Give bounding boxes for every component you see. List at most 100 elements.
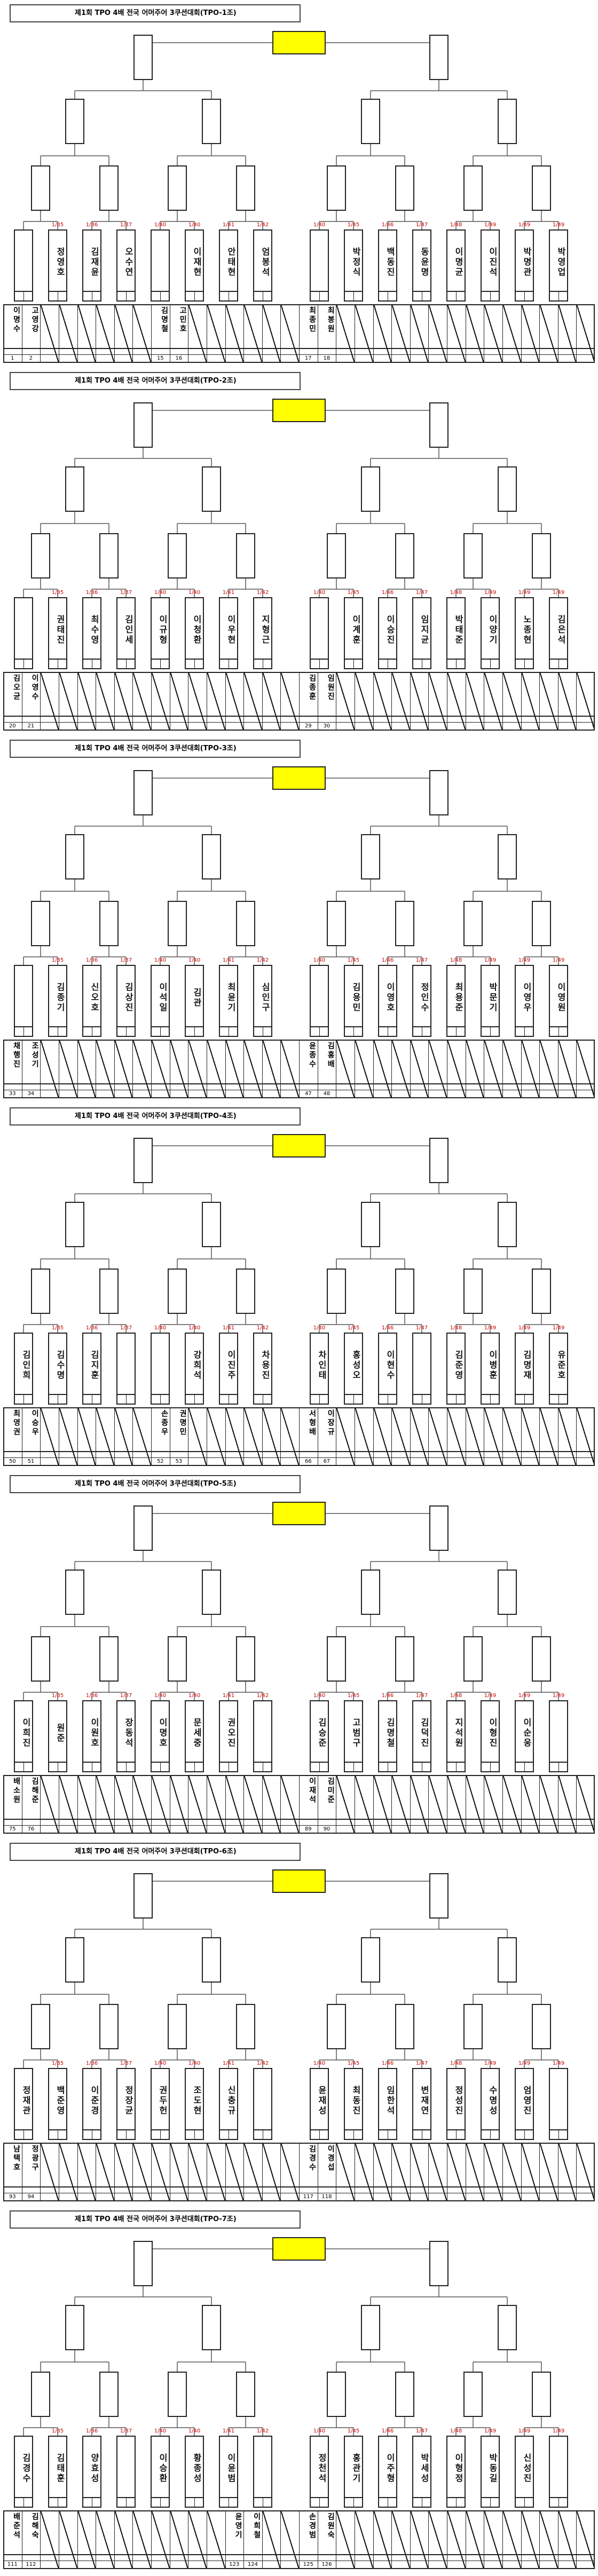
score-cell [482,660,491,668]
section-title: 제1회 TPO 4배 전국 어머주어 3쿠션대회(TPO-7조) [10,2210,301,2229]
score-bar [254,1026,271,1036]
score-bar [379,2497,396,2507]
empty-entry-cell [539,672,558,731]
entry-cell: 조성기 [21,1040,41,1098]
empty-entry-cell [206,2143,225,2201]
score-cell [311,1763,320,1771]
empty-entry-cell [243,304,262,363]
score-bar [482,659,499,668]
player-box [14,597,33,669]
empty-entry-cell [502,304,521,363]
empty-entry-cell [447,2510,466,2569]
player-box: 김지훈 [82,1333,101,1405]
player-box: 강희석 [185,1333,204,1405]
empty-entry-cell [77,672,96,731]
player-box: 이진주 [219,1333,238,1405]
player-name: 김상진 [123,982,133,1013]
player-name: 이규형 [158,615,168,645]
empty-entry-cell [58,2510,77,2569]
empty-entry-cell [96,1407,114,1466]
player-box: 심인구 [253,965,272,1037]
match-badge: 1/49 [484,222,497,228]
score-bar [83,1394,100,1404]
entry-name: 손경범 [308,2512,317,2540]
quarterfinal-slot [395,1269,414,1314]
empty-entry-cell [557,1775,577,1834]
score-cell [117,2130,127,2139]
empty-entry-cell [576,2143,595,2201]
match-badge: 1/40 [154,590,167,596]
empty-entry-cell [77,1407,96,1466]
player-name: 수명성 [487,2086,498,2116]
empty-entry-cell [447,304,466,363]
player-name: 박문기 [487,982,498,1013]
empty-entry-cell [484,1407,502,1466]
player-name: 이원호 [89,1718,99,1748]
score-cell [457,2498,465,2507]
final-slot [133,770,153,815]
player-box: 이희진 [14,1700,33,1772]
score-bar [345,2497,362,2507]
score-bar [15,1762,32,1771]
score-cell [491,660,499,668]
match-badge: 1/49 [518,1325,531,1331]
semifinal-slot [498,466,517,512]
empty-entry-cell [502,1040,521,1098]
score-cell [559,660,568,668]
match-badge: 1/35 [51,2428,64,2434]
score-bar [152,1026,169,1036]
score-cell [413,2130,422,2139]
score-cell [195,1027,203,1036]
player-name: 지형근 [260,615,270,645]
entry-number: 123 [229,2562,240,2567]
score-cell [345,2130,354,2139]
score-cell [525,292,533,300]
player-box: 윤재성 [310,2068,329,2140]
score-bar [379,659,396,668]
score-cell [516,292,525,300]
score-cell [152,2130,161,2139]
entry-number: 124 [247,2562,258,2567]
section-title: 제1회 TPO 4배 전국 어머주어 3쿠션대회(TPO-4조) [10,1107,301,1125]
score-cell [117,660,127,668]
score-cell [413,292,422,300]
score-cell [24,1763,33,1771]
empty-entry-cell [521,672,540,731]
empty-entry-cell [557,1407,577,1466]
empty-entry-cell [225,672,244,731]
empty-entry-cell [465,2143,484,2201]
entry-number: 125 [303,2562,313,2567]
player-name: 권오진 [226,1718,236,1748]
score-cell [413,660,422,668]
empty-entry-cell [391,672,410,731]
entry-cell: 윤영기 [225,2510,244,2569]
player-box [14,965,33,1037]
score-bar [83,291,100,300]
score-cell [220,1395,229,1404]
empty-entry-cell [169,672,188,731]
player-box: 백동진 [378,229,397,302]
final-slot [429,2241,448,2286]
score-cell [15,2498,24,2507]
entry-name: 배준석 [12,2512,21,2540]
empty-entry-cell [58,672,77,731]
player-name: 정장균 [123,2086,133,2116]
quarterfinal-slot [168,901,187,946]
player-name: 권두헌 [158,2086,168,2116]
player-name: 김용민 [351,982,361,1013]
quarterfinal-slot [99,2004,119,2049]
empty-entry-cell [410,304,429,363]
score-cell [229,292,238,300]
player-box [549,1700,568,1772]
entry-number: 66 [304,1459,312,1464]
match-badge: 1/47 [415,590,428,596]
player-box: 엄영진 [515,2068,534,2140]
quarterfinal-slot [31,2372,50,2417]
score-cell [422,1395,431,1404]
match-badge: 1/41 [222,222,235,228]
entry-name: 서형배 [308,1409,317,1437]
score-cell [186,292,195,300]
quarterfinal-slot [168,2004,187,2049]
player-box: 정재관 [14,2068,33,2140]
